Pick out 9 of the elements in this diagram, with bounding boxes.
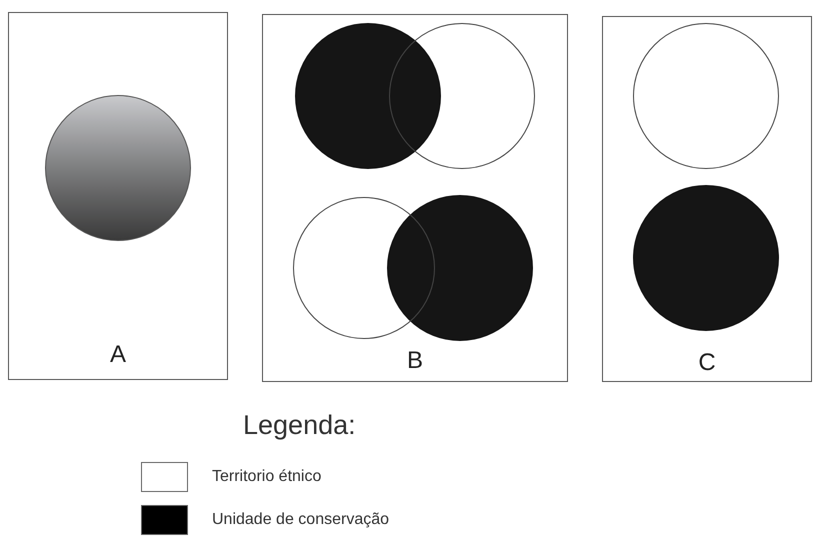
panel xyxy=(602,16,812,382)
panel-label: B xyxy=(406,349,424,373)
legend-text: Territorio étnico xyxy=(212,467,322,487)
legend-title: Legenda: xyxy=(243,412,356,439)
panel xyxy=(262,14,568,382)
panel-label: A xyxy=(108,343,127,367)
panel xyxy=(8,12,228,380)
panel-label: C xyxy=(697,351,717,375)
legend-text: Unidade de conservação xyxy=(212,510,390,530)
